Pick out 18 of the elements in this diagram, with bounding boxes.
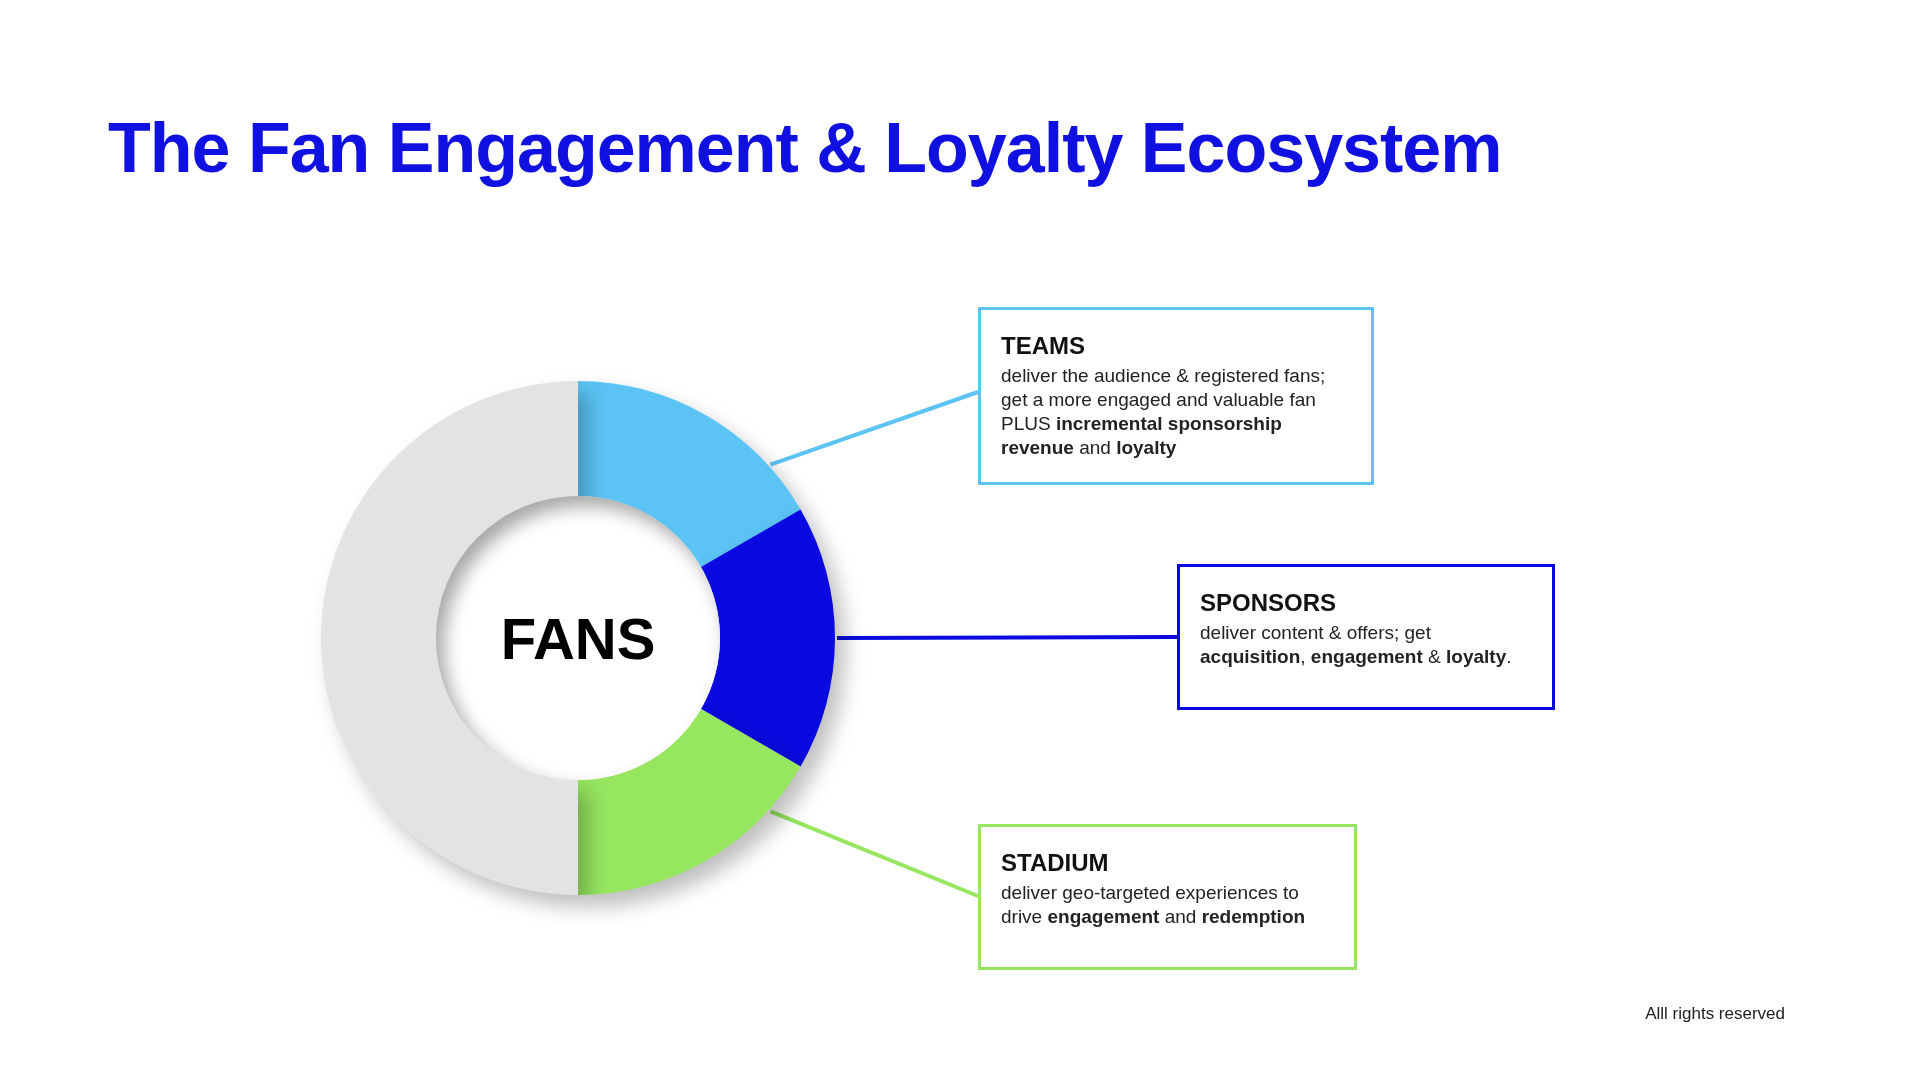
box-description: deliver geo-targeted experiences to drive engagement and redemption bbox=[1001, 881, 1307, 929]
callout-box bbox=[1177, 564, 1555, 710]
ring-segment bbox=[578, 381, 801, 567]
box-heading: SPONSORS bbox=[1200, 589, 1338, 617]
center-label: FANS bbox=[500, 604, 656, 672]
box-description: deliver the audience & registered fans; get a more engaged and valuable fan PLUS incremental sponsorship revenue and loyalty bbox=[1001, 364, 1327, 460]
footer-note: Alll rights reserved bbox=[1645, 1004, 1785, 1024]
callout-box bbox=[978, 307, 1374, 485]
leader-line bbox=[837, 635, 1177, 640]
title: The Fan Engagement & Loyalty Ecosystem bbox=[108, 108, 1502, 188]
box-heading: STADIUM bbox=[1001, 849, 1110, 877]
box-description: deliver content & offers; get acquisition, engagement & loyalty. bbox=[1200, 621, 1513, 669]
box-heading: TEAMS bbox=[1001, 332, 1086, 360]
callout-box bbox=[978, 824, 1357, 970]
ring-segment bbox=[700, 509, 835, 767]
leader-line bbox=[769, 809, 979, 898]
ring-segment bbox=[578, 709, 801, 895]
leader-line bbox=[769, 390, 979, 467]
